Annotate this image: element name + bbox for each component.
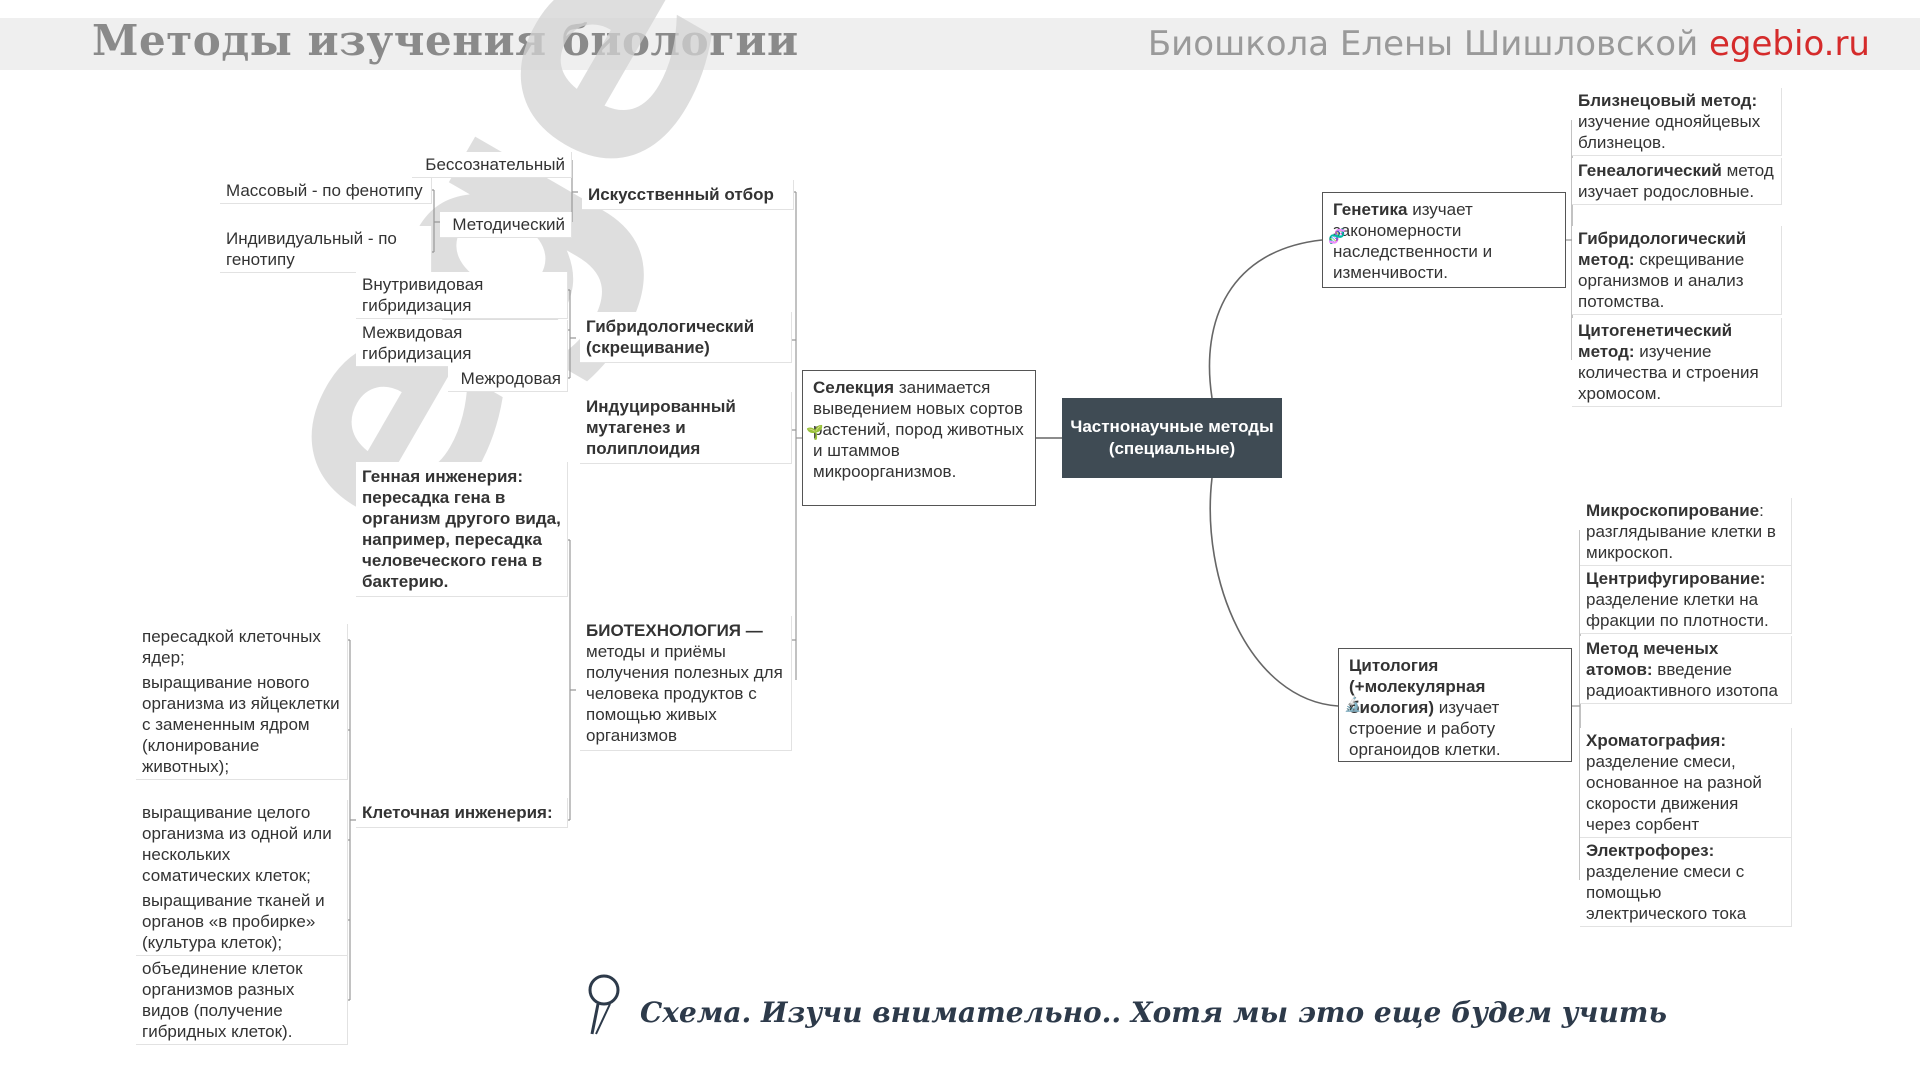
interspecific-node[interactable]: Межвидовая гибридизация — [356, 320, 568, 367]
brand-site[interactable]: egebio.ru — [1709, 24, 1870, 64]
hybridological-method-name: Гибридологический метод: — [1578, 229, 1747, 269]
brand: Биошкола Елены Шишловской egebio.ru — [1148, 24, 1870, 64]
artificial-selection-node[interactable]: Искусственный отбор — [582, 180, 794, 210]
selection-node[interactable]: Селекция занимается выведением новых сор… — [802, 370, 1036, 506]
cytology-method-electrophoresis[interactable]: Электрофорез: разделение смеси с помощью… — [1580, 838, 1792, 927]
magnifier-icon — [588, 974, 620, 1035]
genetics-text: изучает закономерности наследственности … — [1333, 200, 1493, 282]
unconscious-node[interactable]: Бессознательный — [412, 152, 572, 178]
cell-engineering-node[interactable]: Клеточная инженерия: — [356, 798, 568, 828]
genetics-title: Генетика — [1333, 200, 1408, 219]
sprout-icon: 🌱 — [806, 424, 824, 440]
link-center-genetics — [1208, 239, 1323, 399]
cell-item-somatic[interactable]: выращивание целого организма из одной ил… — [136, 800, 348, 889]
microscope-icon: 🔬 — [1344, 696, 1362, 712]
cytology-text: изучает строение и работу органоидов кле… — [1349, 698, 1501, 759]
footer-note: Схема. Изучи внимательно.. Хотя мы это е… — [640, 996, 1667, 1029]
selection-text: занимается выведением новых сортов расте… — [813, 378, 1024, 481]
biotech-title: БИОТЕХНОЛОГИЯ — — [586, 621, 763, 640]
cytology-method-labeled-atoms[interactable]: Метод меченых атомов: введение радиоакти… — [1580, 636, 1792, 704]
cell-item-cloning[interactable]: выращивание нового организма из яйцеклет… — [136, 670, 348, 780]
microscopy-desc: : разглядывание клетки в микроскоп. — [1586, 501, 1776, 562]
page-title: Методы изучения биологии — [92, 16, 799, 65]
twin-method-name: Близнецовый метод: — [1578, 91, 1758, 110]
centrifugation-desc: разделение клетки на фракции по плотност… — [1586, 590, 1769, 630]
selection-title: Селекция — [813, 378, 895, 397]
genealogical-method-name: Генеалогический — [1578, 161, 1722, 180]
genetics-method-genealogical[interactable]: Генеалогический метод изучает родословны… — [1572, 158, 1782, 205]
microscopy-name: Микроскопирование — [1586, 501, 1760, 520]
biotech-text: методы и приёмы получения полезных для ч… — [586, 642, 783, 745]
genetics-method-hybridological[interactable]: Гибридологический метод: скрещивание орг… — [1572, 226, 1782, 315]
genetics-method-twin[interactable]: Близнецовый метод: изучение однояйцевых … — [1572, 88, 1782, 156]
cell-item-hybrid-cells[interactable]: объединение клеток организмов разных вид… — [136, 956, 348, 1045]
biotech-node[interactable]: БИОТЕХНОЛОГИЯ — методы и приёмы получени… — [580, 616, 792, 751]
cell-item-nuclear-transfer[interactable]: пересадкой клеточных ядер; — [136, 624, 348, 671]
intraspecific-node[interactable]: Внутривидовая гибридизация — [356, 272, 568, 319]
genetics-node[interactable]: Генетика изучает закономерности наследст… — [1322, 192, 1566, 288]
hybrid-node[interactable]: Гибридологический (скрещивание) — [580, 312, 792, 363]
genetics-method-cytogenetic[interactable]: Цитогенетический метод: изучение количес… — [1572, 318, 1782, 407]
cytology-method-centrifugation[interactable]: Центрифугирование: разделение клетки на … — [1580, 566, 1792, 634]
labeled-atoms-name: Метод меченых атомов: — [1586, 639, 1719, 679]
methodical-node[interactable]: Методический — [440, 212, 572, 238]
mass-selection-node[interactable]: Массовый - по фенотипу — [220, 178, 432, 204]
centrifugation-name: Центрифугирование: — [1586, 569, 1766, 588]
genetic-engineering-node[interactable]: Генная инженерия: пересадка гена в орган… — [356, 462, 568, 597]
electrophoresis-name: Электрофорез: — [1586, 841, 1715, 860]
brand-name: Биошкола Елены Шишловской — [1147, 24, 1709, 64]
electrophoresis-desc: разделение смеси с помощью электрическог… — [1586, 862, 1747, 923]
labeled-atoms-desc: введение радиоактивного изотопа — [1586, 660, 1778, 700]
intergeneric-node[interactable]: Межродовая — [448, 366, 568, 392]
genealogical-method-desc: метод изучает родословные. — [1578, 161, 1774, 201]
cytogenetic-method-desc: изучение количества и строения хромосом. — [1578, 342, 1759, 403]
chromatography-name: Хроматография: — [1586, 731, 1727, 750]
individual-selection-node[interactable]: Индивидуальный - по генотипу — [220, 226, 432, 273]
chromatography-desc: разделение смеси, основанное на разной с… — [1586, 752, 1762, 834]
cytology-node[interactable]: Цитология (+молекулярная биология) изуча… — [1338, 648, 1572, 762]
cytology-title: Цитология (+молекулярная биология) — [1349, 656, 1486, 717]
dna-icon: 🧬 — [1328, 228, 1346, 244]
mutagenesis-node[interactable]: Индуцированный мутагенез и полиплоидия — [580, 392, 792, 464]
cytogenetic-method-name: Цитогенетический метод: — [1578, 321, 1733, 361]
cytology-method-chromatography[interactable]: Хроматография: разделение смеси, основан… — [1580, 728, 1792, 838]
cytology-method-microscopy[interactable]: Микроскопирование: разглядывание клетки … — [1580, 498, 1792, 566]
link-center-cytology — [1209, 477, 1339, 707]
hybridological-method-desc: скрещивание организмов и анализ потомств… — [1578, 250, 1745, 311]
header-band — [0, 18, 1920, 70]
cell-item-tissue-culture[interactable]: выращивание тканей и органов «в пробирке… — [136, 888, 348, 956]
twin-method-desc: изучение однояйцевых близнецов. — [1578, 112, 1761, 152]
center-node-specific-methods[interactable]: Частнонаучные методы (специальные) — [1062, 398, 1282, 478]
